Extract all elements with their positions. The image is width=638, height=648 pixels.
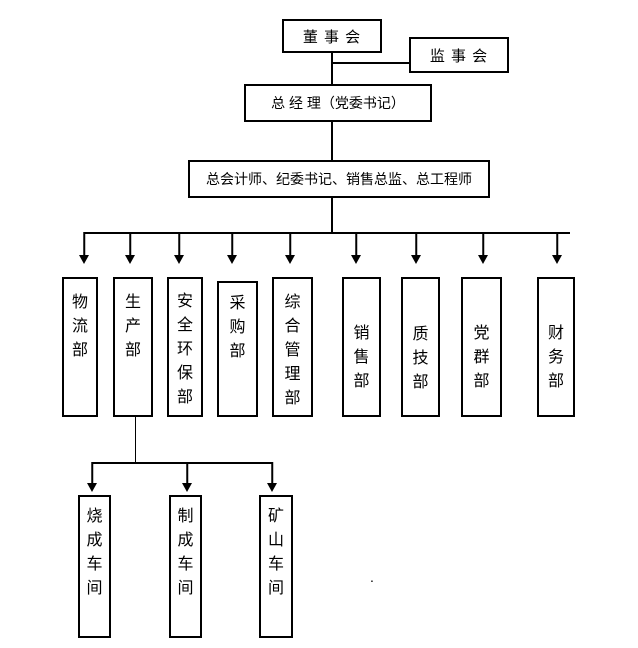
down-arrow: [478, 232, 488, 264]
down-arrow: [87, 462, 97, 492]
down-arrow: [79, 232, 89, 264]
distributor-bus-line: [84, 232, 570, 234]
down-arrow: [351, 232, 361, 264]
connector-production-down: [134, 417, 136, 462]
workshop-bus-line: [92, 462, 273, 464]
down-arrow: [552, 232, 562, 264]
down-arrow: [182, 462, 192, 492]
node-department-finance: 财务部: [537, 277, 575, 417]
node-executive-team: 总会计师、纪委书记、销售总监、总工程师: [188, 160, 490, 198]
node-department-logistics: 物流部: [62, 277, 98, 417]
node-department-party-masses: 党群部: [461, 277, 502, 417]
node-workshop-sintering: 烧成车间: [78, 495, 111, 638]
node-workshop-mining: 矿山车间: [259, 495, 293, 638]
node-department-sales: 销售部: [342, 277, 381, 417]
node-department-safety-environment: 安全环保部: [167, 277, 203, 417]
node-board-of-directors: 董 事 会: [282, 19, 382, 53]
down-arrow: [174, 232, 184, 264]
stray-dot: .: [370, 569, 374, 585]
down-arrow: [227, 232, 237, 264]
node-general-manager: 总 经 理（党委书记）: [244, 84, 432, 122]
connector-gm-to-executives: [331, 122, 333, 160]
down-arrow: [125, 232, 135, 264]
down-arrow: [285, 232, 295, 264]
node-department-general-management: 综合管理部: [272, 277, 313, 417]
node-workshop-finishing: 制成车间: [169, 495, 202, 638]
down-arrow: [411, 232, 421, 264]
node-department-quality-technology: 质技部: [401, 277, 440, 417]
node-department-production: 生产部: [113, 277, 153, 417]
node-department-purchasing: 采购部: [217, 281, 258, 417]
connector-to-supervisory: [332, 62, 409, 64]
down-arrow: [267, 462, 277, 492]
node-supervisory-board: 监 事 会: [409, 37, 509, 73]
connector-executives-to-bus: [331, 198, 333, 232]
connector-board-to-gm: [331, 53, 333, 84]
